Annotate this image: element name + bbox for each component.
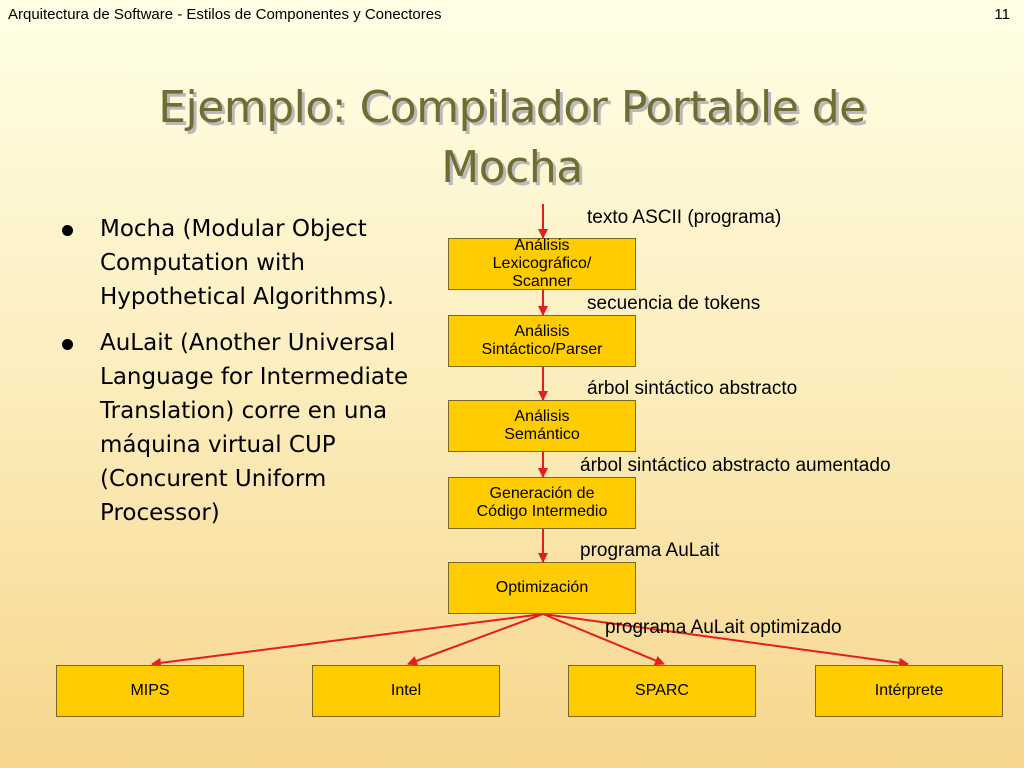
box-parser: Análisis Sintáctico/Parser [448, 315, 636, 367]
box-target-mips: MIPS [56, 665, 244, 717]
target-interpreter-label: Intérprete [874, 682, 944, 699]
edge-label-ascii: texto ASCII (programa) [587, 207, 782, 228]
box-scanner: Análisis Lexicográfico/ Scanner [448, 237, 636, 290]
title-line-1: Ejemplo: Compilador Portable de [158, 82, 866, 133]
box-semantic: Análisis Semántico [448, 400, 636, 452]
arrow-to-mips [151, 613, 544, 668]
page-number: 11 [994, 6, 1010, 23]
bullet-text-aulait: AuLait (Another Universal Language for I… [100, 330, 409, 526]
target-mips-label: MIPS [130, 682, 170, 699]
bullet-aulait: AuLait (Another Universal Language for I… [56, 326, 436, 530]
box-optimizer: Optimización [448, 562, 636, 614]
arrow-to-sparc [542, 613, 665, 666]
target-sparc-label: SPARC [635, 682, 689, 699]
bullet-dot-icon [62, 339, 73, 350]
arrow-to-intel [407, 613, 544, 666]
target-intel-label: Intel [390, 682, 422, 699]
box-target-intel: Intel [312, 665, 500, 717]
box-target-sparc: SPARC [568, 665, 756, 717]
edge-label-ast: árbol sintáctico abstracto [587, 378, 798, 399]
slide-title: Ejemplo: Compilador Portable de Mocha [0, 78, 1024, 198]
arrow-to-interpreter [542, 613, 909, 668]
bullet-list: Mocha (Modular Object Computation with H… [56, 212, 436, 542]
title-line-2: Mocha [441, 142, 583, 193]
edge-label-tokens: secuencia de tokens [587, 293, 761, 314]
box-semantic-label: Análisis Semántico [504, 408, 580, 443]
edge-label-aulait: programa AuLait [580, 540, 720, 561]
box-optimizer-label: Optimización [495, 579, 589, 596]
box-parser-label: Análisis Sintáctico/Parser [481, 323, 603, 358]
slide-header: Arquitectura de Software - Estilos de Co… [8, 6, 442, 23]
bullet-text-mocha: Mocha (Modular Object Computation with H… [100, 216, 395, 310]
edge-label-ast-augmented: árbol sintáctico abstracto aumentado [580, 455, 891, 476]
bullet-dot-icon [62, 225, 73, 236]
box-codegen-label: Generación de Código Intermedio [476, 485, 608, 520]
box-scanner-label: Análisis Lexicográfico/ Scanner [492, 237, 592, 290]
bullet-mocha: Mocha (Modular Object Computation with H… [56, 212, 436, 314]
edge-label-aulait-optimized: programa AuLait optimizado [605, 617, 842, 638]
box-target-interpreter: Intérprete [815, 665, 1003, 717]
box-codegen: Generación de Código Intermedio [448, 477, 636, 529]
